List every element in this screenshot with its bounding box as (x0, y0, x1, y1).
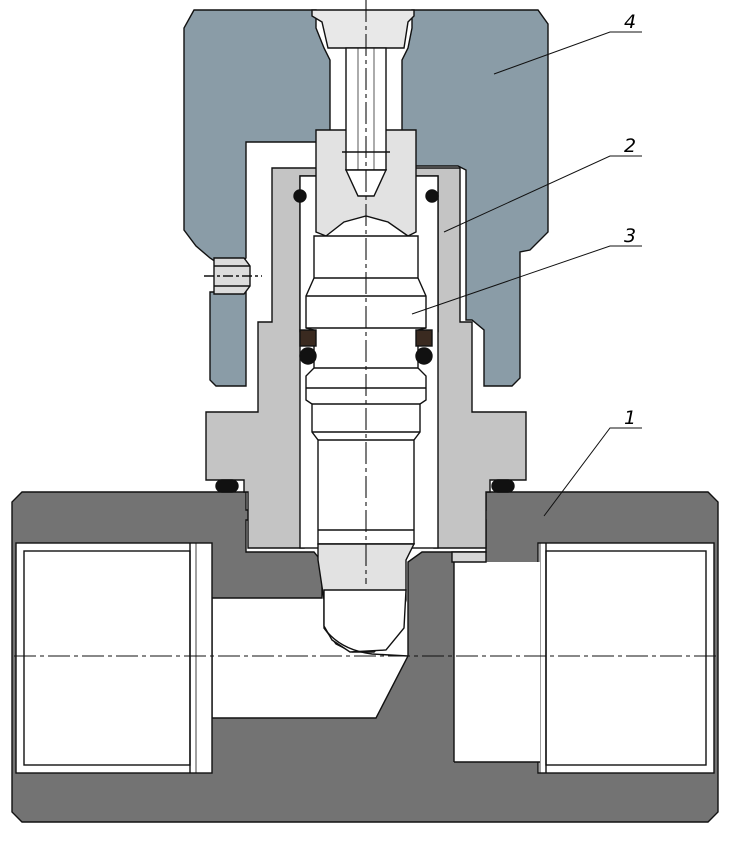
label-1: 1 (624, 407, 636, 429)
stem-cone (323, 589, 407, 653)
leader-3 (411, 245, 642, 315)
valve-body (11, 491, 719, 823)
label-2: 2 (624, 135, 636, 157)
handle-skirt-left (209, 291, 247, 387)
screw-head (311, 9, 415, 49)
callouts (411, 31, 642, 517)
stem-oring-left (299, 347, 317, 365)
leader-1 (543, 427, 642, 517)
left-port-thread (23, 550, 191, 766)
stem-oring-right (415, 347, 433, 365)
label-4: 4 (624, 11, 636, 33)
bonnet-oring-right (425, 189, 439, 203)
body-seal-left (215, 479, 239, 493)
label-3: 3 (624, 225, 636, 247)
leader-2 (443, 155, 642, 233)
stem (299, 9, 433, 657)
outlet-passage (454, 562, 540, 762)
bonnet-oring-left (293, 189, 307, 203)
handle-shape (183, 9, 549, 387)
handle (183, 9, 549, 387)
seat-step (451, 551, 487, 563)
right-port-thread (545, 550, 707, 766)
stem-backup-left (299, 329, 317, 347)
set-screw (204, 257, 262, 295)
centerlines (14, 0, 720, 657)
body-seal-right (491, 479, 515, 493)
stem-backup-right (415, 329, 433, 347)
leader-4 (493, 31, 642, 75)
